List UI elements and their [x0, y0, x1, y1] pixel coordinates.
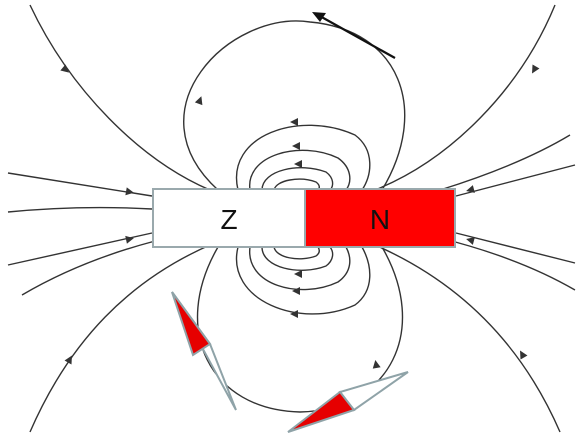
- field-line-top-loop-large: [183, 20, 406, 191]
- field-line-outer-top-left: [29, 4, 211, 191]
- field-line-bottom-loop-2: [249, 246, 351, 291]
- magnet-north-pole: [304, 188, 456, 248]
- field-line-bottom-loop-large: [196, 246, 404, 413]
- field-line-outer-bottom-right: [374, 244, 561, 433]
- field-line-top-loop-2: [249, 149, 351, 191]
- arrow-bottom-loop-2: [292, 287, 300, 295]
- arrow-bottom-loop-1: [290, 310, 298, 318]
- arrow-top-loop-large: [194, 96, 203, 106]
- arrow-outer-bottom-right: [520, 350, 528, 360]
- compass-needle-bottom: [287, 371, 409, 433]
- arrow-outer-top-left: [60, 64, 70, 73]
- arrow-left-lower: [125, 235, 134, 244]
- side-field-lines: [7, 134, 576, 296]
- field-direction-arrows: [60, 64, 540, 369]
- arrow-top-loop-2: [292, 142, 300, 150]
- field-line-right-lower-1: [455, 232, 576, 264]
- field-line-left-upper-2: [7, 206, 153, 213]
- arrow-left-upper: [125, 187, 134, 196]
- field-line-bottom-loop-1: [235, 246, 371, 315]
- needle-left-red-tip: [171, 291, 212, 357]
- compass-needle-left: [171, 291, 237, 411]
- outer-field-lines: [29, 4, 561, 433]
- field-line-right-upper-2: [439, 134, 571, 191]
- arrow-top-loop-1: [290, 118, 298, 126]
- arrow-right-lower: [466, 237, 475, 245]
- arrow-top-loop-3: [294, 160, 302, 168]
- south-pole-label: Z: [220, 204, 237, 235]
- needle-bottom-red-tip: [287, 390, 356, 433]
- bar-magnet: Z N: [152, 188, 456, 248]
- field-line-right-lower-2: [439, 237, 576, 291]
- arrow-right-upper: [466, 185, 475, 193]
- arrow-outer-top-right: [532, 64, 540, 74]
- field-line-bottom-loop-4: [273, 246, 321, 260]
- tangent-arrow-shaft: [317, 14, 396, 59]
- magnet-south-pole: [152, 188, 306, 248]
- field-line-right-upper-1: [455, 164, 576, 197]
- arrow-outer-bottom-left: [64, 355, 72, 365]
- field-line-top-loop-3: [261, 166, 334, 191]
- field-line-outer-top-right: [374, 4, 556, 191]
- arrow-bottom-loop-3: [294, 270, 302, 278]
- arrow-bottom-loop-large: [372, 360, 381, 369]
- field-line-outer-bottom-left: [29, 244, 211, 433]
- field-line-top-loop-1: [235, 124, 371, 191]
- field-line-bottom-loop-3: [261, 246, 334, 271]
- inner-loops-top: [235, 124, 371, 191]
- inner-loops-bottom: [235, 246, 371, 315]
- north-pole-label: N: [370, 204, 390, 235]
- large-loops: [183, 20, 406, 413]
- tangent-arrow-head: [312, 12, 326, 22]
- tangent-direction-arrow: [312, 12, 396, 59]
